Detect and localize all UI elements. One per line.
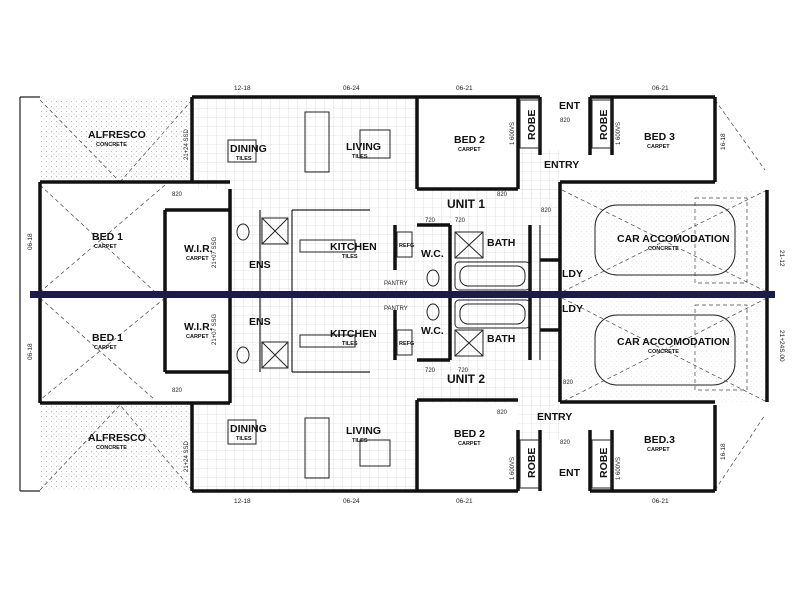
ldy-label: LDY xyxy=(562,268,583,280)
living-sub: TILES xyxy=(352,154,368,160)
door-size: 720 xyxy=(425,218,436,224)
bed2-sub: CARPET xyxy=(458,441,481,447)
refg-label: REFG xyxy=(399,243,414,249)
bed1-sub: CARPET xyxy=(94,244,117,250)
robe-label: ROBE xyxy=(598,110,610,140)
dimension-bottom: 06-24 xyxy=(343,498,360,505)
dimension-bottom: 06-21 xyxy=(456,498,473,505)
dining-sub: TILES xyxy=(236,436,252,442)
dimension-side: 21-12 xyxy=(778,250,785,267)
bed3-label: BED 3 xyxy=(644,131,675,143)
bed2-label: BED 2 xyxy=(454,428,485,440)
alfresco-sub: CONCRETE xyxy=(96,445,127,451)
entry-label: ENTRY xyxy=(544,159,579,171)
door-size: 720 xyxy=(455,218,466,224)
roof-lines xyxy=(39,99,768,491)
door-size: 820 xyxy=(560,118,571,124)
car-sub: CONCRETE xyxy=(648,246,679,252)
dimension-side: 21+24 SSD xyxy=(184,128,190,160)
car-label: CAR ACCOMODATION xyxy=(617,233,730,245)
door-size: 720 xyxy=(425,368,436,374)
dimension-top: 12-18 xyxy=(234,85,251,92)
internal-partitions xyxy=(19,96,541,492)
dimension-side: 1 600VS xyxy=(510,457,516,480)
bed1-label: BED 1 xyxy=(92,332,123,344)
wc-label: W.C. xyxy=(421,248,444,260)
ent-label: ENT xyxy=(559,100,581,112)
pantry-label: PANTRY xyxy=(384,281,408,287)
bath-label: BATH xyxy=(487,237,515,249)
bed1-sub: CARPET xyxy=(94,345,117,351)
door-size: 820 xyxy=(541,208,552,214)
bed2-label: BED 2 xyxy=(454,134,485,146)
alfresco-sub: CONCRETE xyxy=(96,142,127,148)
bed3-sub: CARPET xyxy=(647,144,670,150)
dimension-side: 1 600VS xyxy=(616,457,622,480)
car-label: CAR ACCOMODATION xyxy=(617,336,730,348)
wir-label: W.I.R. xyxy=(184,243,213,255)
door-size: 820 xyxy=(560,440,571,446)
door-size: 820 xyxy=(172,192,183,198)
dimension-side: 21+24S.00 xyxy=(778,330,785,362)
dimension-side: 16-18 xyxy=(720,133,727,150)
ent-label: ENT xyxy=(559,467,581,479)
bath-label: BATH xyxy=(487,333,515,345)
wir-label: W.I.R. xyxy=(184,321,213,333)
living-sub: TILES xyxy=(352,438,368,444)
kitchen-sub: TILES xyxy=(342,341,358,347)
dimension-labels: 12-18 06-24 06-21 06-21 12-18 06-24 06-2… xyxy=(27,85,785,505)
refg-label: REFG xyxy=(399,341,414,347)
room-labels: UNIT 1 UNIT 2 ALFRESCO CONCRETE ALFRESCO… xyxy=(88,100,730,479)
living-label: LIVING xyxy=(346,141,381,153)
pantry-label: PANTRY xyxy=(384,306,408,312)
dimension-side: 06-18 xyxy=(27,233,34,250)
dimension-side: 21+07 SSG xyxy=(212,236,218,268)
dimension-side: 1 600VS xyxy=(510,122,516,145)
wir-sub: CARPET xyxy=(186,334,209,340)
door-size: 720 xyxy=(458,368,469,374)
entry-label: ENTRY xyxy=(537,411,572,423)
party-wall xyxy=(30,291,775,298)
kitchen-sub: TILES xyxy=(342,254,358,260)
dimension-top: 06-21 xyxy=(652,85,669,92)
door-size: 820 xyxy=(497,192,508,198)
dimension-bottom: 12-18 xyxy=(234,498,251,505)
bed2-sub: CARPET xyxy=(458,147,481,153)
ens-label: ENS xyxy=(249,316,271,328)
fixtures xyxy=(227,99,736,489)
robe-label: ROBE xyxy=(526,110,538,140)
robe-label: ROBE xyxy=(526,448,538,478)
dimension-side: 06-18 xyxy=(27,343,34,360)
dimension-side: 21+07 SSG xyxy=(212,313,218,345)
alfresco-label: ALFRESCO xyxy=(88,432,146,444)
unit1-label: UNIT 1 xyxy=(447,197,485,211)
ens-label: ENS xyxy=(249,259,271,271)
bed3-sub: CARPET xyxy=(647,447,670,453)
bed1-label: BED 1 xyxy=(92,231,123,243)
dining-sub: TILES xyxy=(236,156,252,162)
unit2-label: UNIT 2 xyxy=(447,372,485,386)
dining-label: DINING xyxy=(230,143,267,155)
kitchen-label: KITCHEN xyxy=(330,328,377,340)
dimension-side: 1 600VS xyxy=(616,122,622,145)
dimension-side: 21+24 SSD xyxy=(184,440,190,472)
door-size: 820 xyxy=(172,388,183,394)
car-sub: CONCRETE xyxy=(648,349,679,355)
ldy-label: LDY xyxy=(562,303,583,315)
wir-sub: CARPET xyxy=(186,256,209,262)
alfresco-label: ALFRESCO xyxy=(88,129,146,141)
wc-label: W.C. xyxy=(421,325,444,337)
door-size: 820 xyxy=(563,380,574,386)
dimension-bottom: 06-21 xyxy=(652,498,669,505)
living-label: LIVING xyxy=(346,425,381,437)
kitchen-label: KITCHEN xyxy=(330,241,377,253)
dimension-top: 06-21 xyxy=(456,85,473,92)
dimension-side: 16-18 xyxy=(720,443,727,460)
door-size: 820 xyxy=(497,410,508,416)
dimension-top: 06-24 xyxy=(343,85,360,92)
dining-label: DINING xyxy=(230,423,267,435)
robe-label: ROBE xyxy=(598,448,610,478)
bed3-label: BED.3 xyxy=(644,434,675,446)
